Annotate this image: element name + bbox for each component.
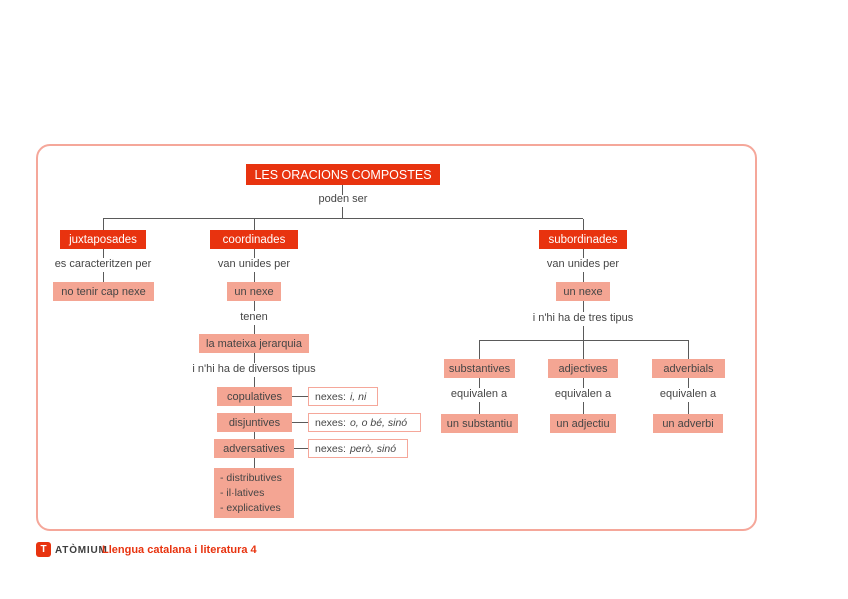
connector	[479, 378, 480, 388]
tenen-label: tenen	[240, 311, 268, 323]
connector	[254, 325, 255, 334]
connector	[292, 396, 308, 397]
connector	[342, 207, 343, 219]
connector	[688, 378, 689, 388]
adjectives-box: adjectives	[548, 359, 618, 378]
connector	[583, 341, 584, 359]
connector	[254, 272, 255, 282]
disjuntives-box: disjuntives	[217, 413, 292, 432]
connector	[479, 341, 480, 359]
list-item: - distributives	[220, 472, 282, 484]
adversatives-box: adversatives	[214, 439, 294, 458]
equivalen-label: equivalen a	[554, 388, 612, 400]
connector	[583, 301, 584, 312]
connector	[688, 402, 689, 414]
poden-ser-label: poden ser	[318, 193, 368, 205]
connector	[254, 301, 255, 311]
connector	[479, 340, 689, 341]
connector	[254, 353, 255, 363]
equivalen-label: equivalen a	[450, 388, 508, 400]
nexes-value: però, sinó	[349, 442, 397, 455]
connector	[254, 219, 255, 230]
connector	[254, 377, 255, 387]
coordinades-link-label: van unides per	[217, 258, 291, 270]
subordinades-box: subordinades	[539, 230, 627, 249]
nexes-value: o, o bé, sinó	[349, 416, 408, 429]
juxtaposades-link-label: es caracteritzen per	[54, 258, 152, 270]
copulatives-box: copulatives	[217, 387, 292, 406]
equivalen-label: equivalen a	[659, 388, 717, 400]
connector	[254, 458, 255, 468]
publisher-brand: ATÒMIUM	[55, 545, 108, 556]
jerarquia-box: la mateixa jerarquia	[199, 334, 309, 353]
adversatives-nexes-note: nexes: però, sinó	[308, 439, 408, 458]
nexes-label: nexes:	[315, 390, 346, 403]
connector	[688, 341, 689, 359]
un-substantiu-box: un substantiu	[441, 414, 518, 433]
connector	[103, 219, 104, 230]
publisher-logo-icon: T	[36, 542, 51, 557]
un-adjectiu-box: un adjectiu	[550, 414, 616, 433]
title-box: LES ORACIONS COMPOSTES	[246, 164, 440, 185]
tres-tipus-label: i n'hi ha de tres tipus	[532, 312, 634, 324]
connector	[103, 272, 104, 282]
un-adverbi-box: un adverbi	[653, 414, 723, 433]
list-item: - il·latives	[220, 487, 265, 499]
book-title: Llengua catalana i literatura 4	[102, 544, 257, 556]
connector	[583, 219, 584, 230]
connector	[103, 249, 104, 258]
juxtaposades-box: juxtaposades	[60, 230, 146, 249]
nexes-label: nexes:	[315, 442, 346, 455]
connector	[479, 402, 480, 414]
connector	[254, 432, 255, 439]
diagram-frame	[36, 144, 757, 531]
altres-tipus-box: - distributives - il·latives - explicati…	[214, 468, 294, 518]
diversos-tipus-label: i n'hi ha de diversos tipus	[192, 363, 316, 375]
coordinades-nexe-box: un nexe	[227, 282, 281, 301]
subordinades-nexe-box: un nexe	[556, 282, 610, 301]
connector	[583, 378, 584, 388]
coordinades-box: coordinades	[210, 230, 298, 249]
no-nexe-box: no tenir cap nexe	[53, 282, 154, 301]
substantives-box: substantives	[444, 359, 515, 378]
list-item: - explicatives	[220, 502, 281, 514]
connector	[254, 406, 255, 413]
copulatives-nexes-note: nexes: i, ni	[308, 387, 378, 406]
connector	[583, 249, 584, 258]
connector	[583, 272, 584, 282]
adverbials-box: adverbials	[652, 359, 725, 378]
connector	[254, 249, 255, 258]
connector	[583, 402, 584, 414]
connector	[103, 218, 583, 219]
disjuntives-nexes-note: nexes: o, o bé, sinó	[308, 413, 421, 432]
nexes-label: nexes:	[315, 416, 346, 429]
connector	[292, 422, 308, 423]
connector	[294, 448, 308, 449]
subordinades-link-label: van unides per	[546, 258, 620, 270]
connector	[583, 326, 584, 340]
connector	[342, 185, 343, 195]
nexes-value: i, ni	[349, 390, 367, 403]
